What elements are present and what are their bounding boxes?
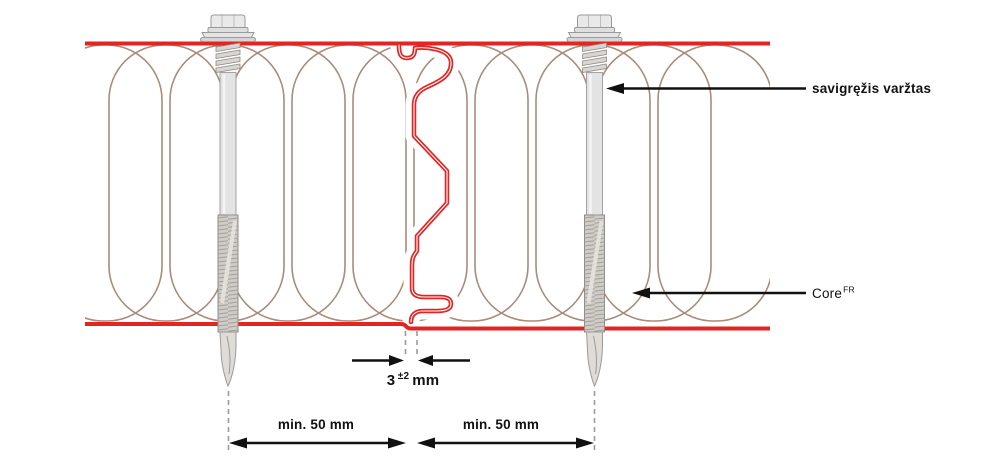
core-label-superscript: FR xyxy=(843,285,855,295)
arrow-left-head-icon xyxy=(632,287,650,299)
joint-gap-tolerance: ±2 xyxy=(398,371,410,382)
joint-gap-value: 3 xyxy=(387,372,396,389)
wool-loop xyxy=(291,44,407,322)
arrow-left-head-icon xyxy=(417,437,435,449)
wool-loop xyxy=(85,44,163,322)
right-spacing-dimension-label: min. 50 mm xyxy=(463,417,539,432)
core-label-base: Core xyxy=(812,286,842,301)
left-spacing-dimension-label: min. 50 mm xyxy=(278,417,354,432)
wool-loop xyxy=(657,44,770,322)
core-label: CoreFR xyxy=(812,285,855,302)
arrow-right-head-icon xyxy=(576,437,594,449)
extension-lines xyxy=(227,331,596,452)
core-callout-arrow xyxy=(632,287,806,299)
wool-loop xyxy=(230,44,346,322)
left-spacing-dimension-arrow xyxy=(229,437,406,449)
right-spacing-dimension-arrow xyxy=(417,437,594,449)
joint-gap-unit: mm xyxy=(412,372,439,389)
arrow-right-head-icon xyxy=(389,355,404,366)
wool-loop xyxy=(474,44,590,322)
self-drilling-screw-left xyxy=(199,13,257,388)
arrow-left-head-icon xyxy=(606,83,624,94)
screw-label: savigręžis varžtas xyxy=(812,81,931,96)
wool-loop xyxy=(108,44,224,322)
arrow-right-head-icon xyxy=(388,437,406,449)
screw-callout-arrow xyxy=(606,83,806,94)
joint-gap-dimension-arrows xyxy=(352,355,470,366)
joint-profile-inner-line xyxy=(398,44,452,323)
arrow-left-head-icon xyxy=(418,355,433,366)
arrow-left-head-icon xyxy=(229,437,247,449)
bottom-facing xyxy=(85,322,770,331)
